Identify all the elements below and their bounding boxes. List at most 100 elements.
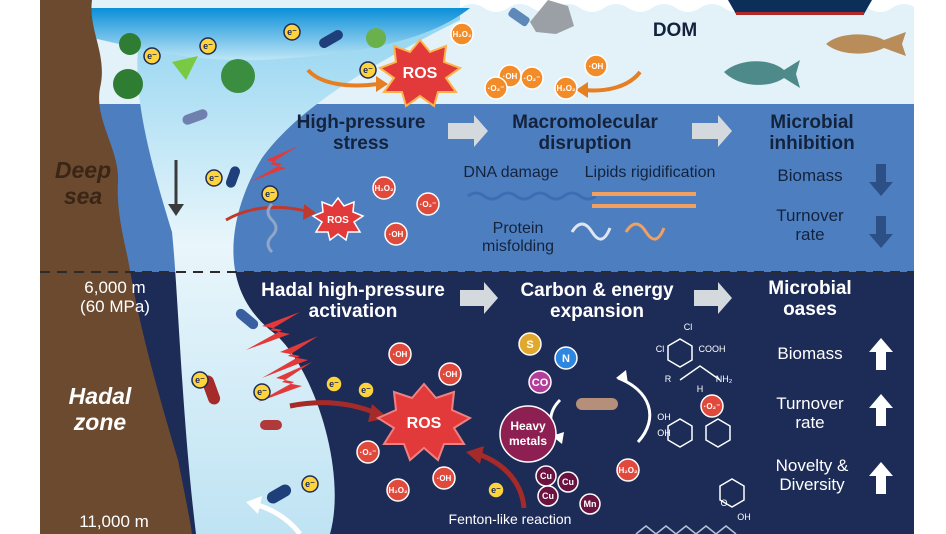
depth-6000-line2: (60 MPa) bbox=[80, 297, 150, 317]
ring-biphenol bbox=[667, 418, 693, 448]
hadal-zone-label: Hadal zone bbox=[44, 383, 156, 436]
oases-heading-line1: Microbial bbox=[768, 278, 852, 299]
deep-species-0: H₂O₂ bbox=[372, 176, 396, 200]
electron-4-circle bbox=[205, 169, 223, 187]
lipid-layer-bottom bbox=[592, 204, 696, 208]
surface-flow-arrow-left bbox=[306, 68, 379, 88]
electron-5: e⁻ bbox=[261, 185, 279, 203]
element-0-text: S bbox=[526, 339, 533, 351]
electron-4-text: e⁻ bbox=[209, 173, 219, 183]
deep-sea-label-line2: sea bbox=[63, 182, 103, 209]
hadal-activation-heading: Hadal high-pressure activation bbox=[244, 280, 462, 323]
hadal-electron-3-text: e⁻ bbox=[361, 385, 371, 395]
metal-1-text: Cu bbox=[562, 477, 574, 487]
hadal-arrow-1 bbox=[460, 282, 498, 314]
novelty-line1: Novelty & bbox=[775, 456, 849, 475]
dna-strand bbox=[467, 191, 597, 201]
deep-species-1-text: ·O₂⁻ bbox=[420, 200, 437, 209]
electron-5-text: e⁻ bbox=[265, 189, 275, 199]
metal-1-circle bbox=[557, 471, 579, 493]
deep-species-0-text: H₂O₂ bbox=[374, 184, 394, 193]
element-1-circle bbox=[554, 346, 578, 370]
electron-4: e⁻ bbox=[205, 169, 223, 187]
bacterium-8 bbox=[576, 398, 618, 410]
disruption-heading-line2: disruption bbox=[538, 133, 632, 155]
metal-1: Cu bbox=[557, 471, 579, 493]
novelty-up-arrow bbox=[869, 462, 893, 494]
hadal-species-3-circle bbox=[432, 466, 456, 490]
hadal-zone-label-line2: zone bbox=[73, 408, 127, 435]
surface-species-1-text: ·OH bbox=[503, 72, 518, 81]
electron-1-circle bbox=[199, 37, 217, 55]
fish-blue bbox=[724, 60, 800, 88]
microbial-inhibition-heading: Microbial inhibition bbox=[740, 112, 884, 155]
deep-sea-label: Deep sea bbox=[44, 157, 122, 210]
bacterium-6 bbox=[266, 484, 292, 504]
phyto-5 bbox=[172, 56, 198, 80]
surface-species-3-circle bbox=[584, 54, 608, 78]
element-1: N bbox=[554, 346, 578, 370]
hadal-electron-3-circle bbox=[357, 381, 375, 399]
chem-label-6: OH bbox=[657, 428, 671, 438]
chem-label-1: Cl bbox=[656, 344, 665, 354]
metal-2-text: Cu bbox=[542, 491, 554, 501]
stress-heading-line2: stress bbox=[333, 133, 389, 155]
hadal-electron-4-text: e⁻ bbox=[305, 479, 315, 489]
deep-species-2-text: ·OH bbox=[389, 230, 404, 239]
electron-3-text: e⁻ bbox=[363, 65, 373, 75]
heavy-metals-line1: Heavy bbox=[510, 419, 546, 433]
deep-turnover-line1: Turnover bbox=[776, 206, 844, 225]
ship-hull bbox=[728, 0, 872, 14]
hadal-species-2: ·O₂⁻ bbox=[356, 440, 380, 464]
surface-species-0-circle bbox=[450, 22, 474, 46]
surface-species-5-text: H₂O₂ bbox=[556, 84, 576, 93]
surface-species-0-text: H₂O₂ bbox=[452, 30, 472, 39]
expansion-heading-line2: expansion bbox=[550, 301, 644, 323]
bacterium-3 bbox=[225, 166, 241, 188]
hadal-species-5-circle bbox=[700, 394, 724, 418]
chem-label-5: H bbox=[697, 384, 704, 394]
bacterium-1 bbox=[319, 30, 343, 48]
chem-label-9: OH bbox=[737, 512, 751, 522]
fenton-arrow-head bbox=[466, 446, 484, 464]
element-2-circle bbox=[528, 370, 552, 394]
biomass-down-arrow bbox=[869, 164, 893, 196]
surface-species-4-text: ·O₂⁻ bbox=[488, 84, 505, 93]
deep-biomass-label: Biomass bbox=[777, 166, 843, 185]
surface-species-0: H₂O₂ bbox=[450, 22, 474, 46]
disruption-heading-line1: Macromolecular bbox=[512, 112, 658, 133]
hadal-electron-1-circle bbox=[253, 383, 271, 401]
chem-label-4: NH₂ bbox=[716, 374, 733, 384]
activation-heading-line1: Hadal high-pressure bbox=[261, 280, 445, 301]
surface-flow-arrow-right bbox=[583, 70, 642, 93]
surface-species-2-text: ·O₂⁻ bbox=[524, 74, 541, 83]
phyto-3 bbox=[221, 59, 255, 93]
ring-fluorene bbox=[705, 418, 731, 448]
heavy-metals-bubble-circle bbox=[499, 405, 557, 463]
ros-burst-deep bbox=[311, 196, 365, 242]
surface-species-3-text: ·OH bbox=[589, 62, 604, 71]
chem-label-2: COOH bbox=[699, 344, 726, 354]
hadal-electron-2: e⁻ bbox=[325, 375, 343, 393]
electron-3: e⁻ bbox=[359, 61, 377, 79]
turnover-up-arrow bbox=[869, 394, 893, 426]
chem-label-7: OH bbox=[657, 412, 671, 422]
hadal-zone-label-line1: Hadal bbox=[68, 383, 132, 409]
bacterium-2 bbox=[182, 109, 208, 125]
filament-deep bbox=[266, 202, 278, 254]
deep-turnover-line2: rate bbox=[795, 225, 825, 245]
fish-goby bbox=[826, 32, 906, 56]
hadal-species-3: ·OH bbox=[432, 466, 456, 490]
metal-2: Cu bbox=[537, 485, 559, 507]
dom-label: DOM bbox=[652, 20, 698, 41]
metal-0-text: Cu bbox=[540, 471, 552, 481]
deep-sea-label-line1: Deep bbox=[54, 157, 112, 183]
hadal-species-5: ·O₂⁻ bbox=[700, 394, 724, 418]
metal-3: Mn bbox=[579, 493, 601, 515]
electron-2-circle bbox=[283, 23, 301, 41]
hadal-species-1: ·OH bbox=[438, 362, 462, 386]
surface-species-4: ·O₂⁻ bbox=[484, 76, 508, 100]
chem-label-3: R bbox=[665, 374, 672, 384]
